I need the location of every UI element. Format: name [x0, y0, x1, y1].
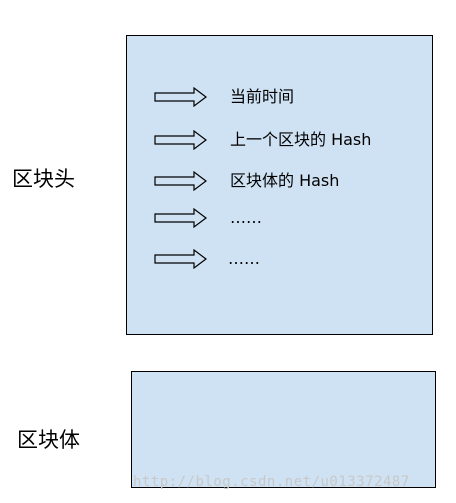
block-header-label: 区块头 [12, 167, 75, 191]
header-field-row: 当前时间 [154, 86, 294, 108]
hollow-right-arrow-icon [154, 249, 208, 269]
header-field-row: 上一个区块的 Hash [154, 129, 371, 151]
header-field-row: …… [154, 207, 262, 229]
block-body-label: 区块体 [17, 428, 80, 452]
block-body-box [131, 371, 436, 488]
hollow-right-arrow-icon [154, 208, 208, 228]
header-field-text: …… [230, 208, 262, 227]
header-field-text: …… [228, 249, 260, 268]
header-field-text: 区块体的 Hash [230, 171, 340, 190]
hollow-right-arrow-icon [154, 130, 208, 150]
header-field-text: 上一个区块的 Hash [230, 130, 372, 149]
hollow-right-arrow-icon [154, 87, 208, 107]
header-field-text: 当前时间 [230, 87, 295, 106]
hollow-right-arrow-icon [154, 171, 208, 191]
watermark-text: http://blog.csdn.net/u013372487 [133, 474, 410, 490]
header-field-row: 区块体的 Hash [154, 170, 339, 192]
header-field-row: …… [154, 248, 260, 270]
